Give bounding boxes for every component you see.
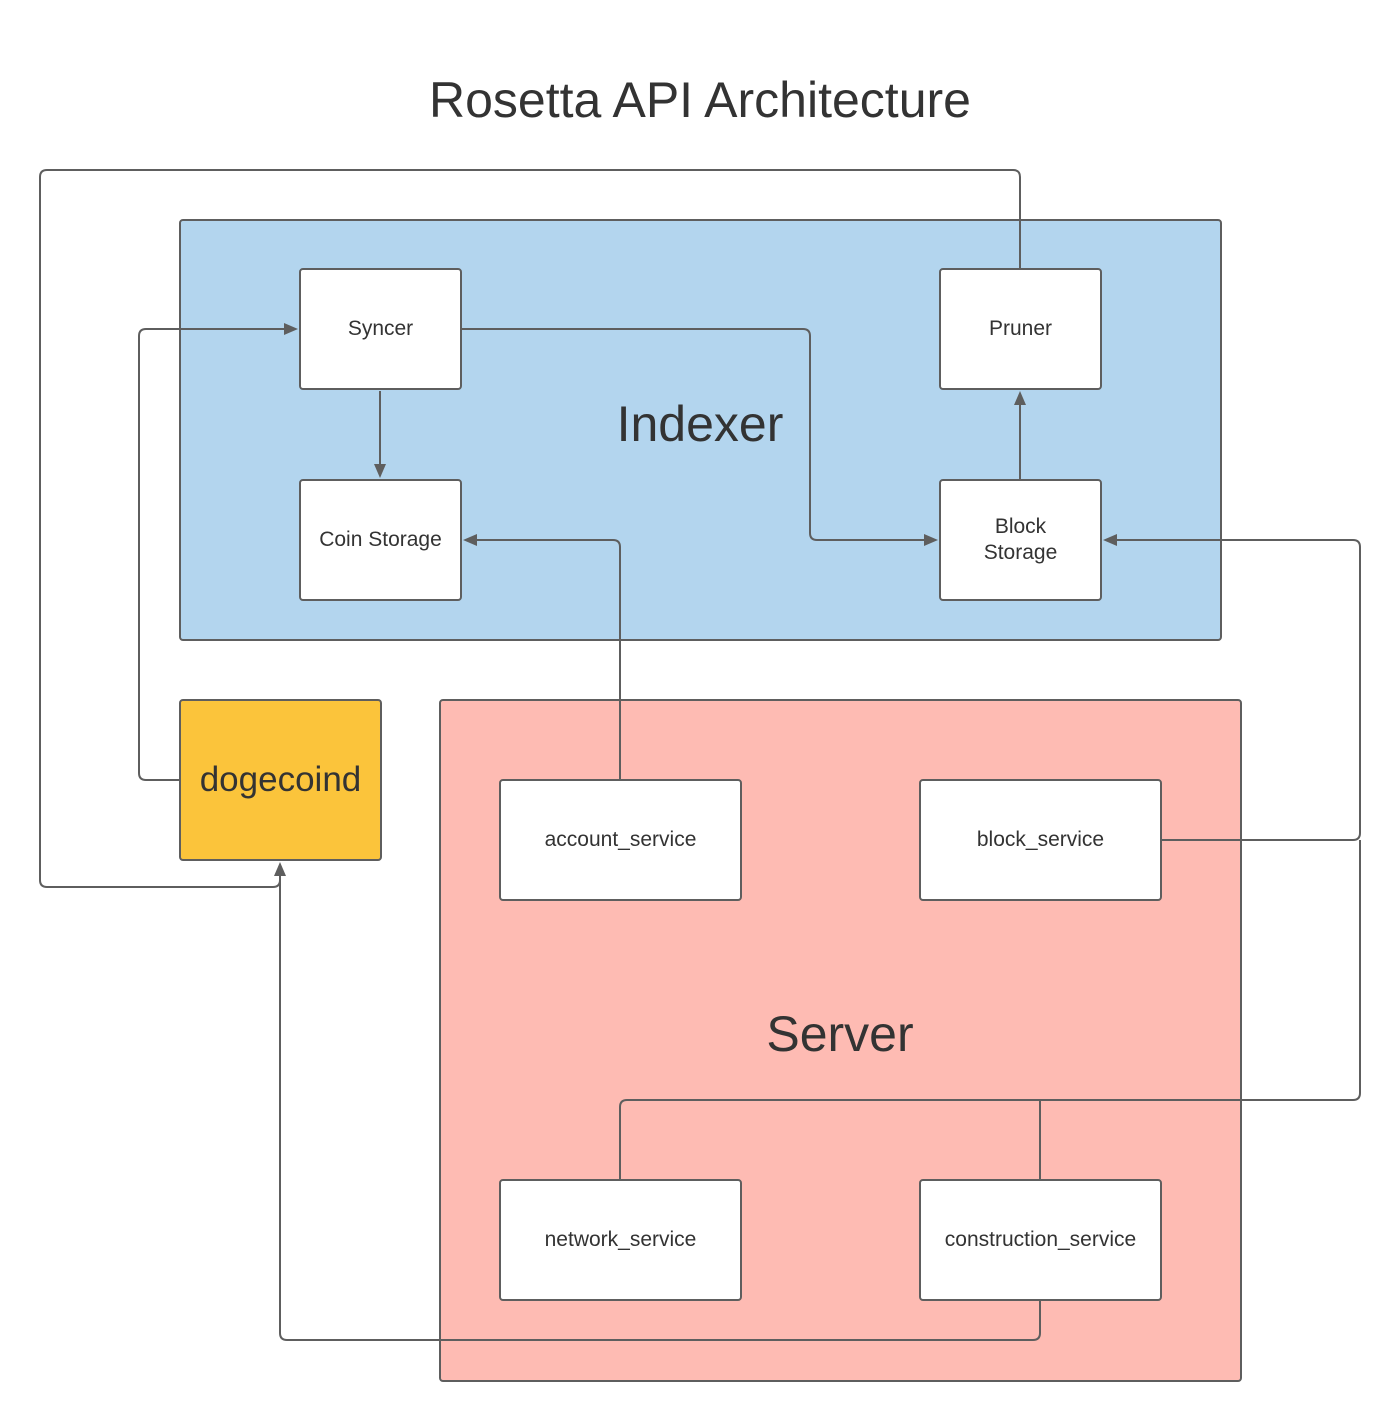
arrowhead-block-storage-right — [1103, 534, 1117, 546]
dogecoind-label: dogecoind — [199, 760, 362, 799]
arrowhead-block-storage-left — [924, 534, 938, 546]
arrowhead-pruner — [1014, 391, 1026, 405]
account-service-node[interactable]: account_service — [499, 779, 742, 901]
arrowhead-dogecoind-top-left — [274, 862, 286, 876]
account-service-label: account_service — [544, 828, 697, 851]
diagram-title: Rosetta API Architecture — [429, 72, 971, 128]
edge-block-service-to-block-storage — [1116, 539, 1361, 841]
block-storage-label: Block Storage — [966, 514, 1076, 566]
block-storage-label-line-1: Block — [994, 515, 1047, 538]
arrowhead-coin-storage-top — [374, 464, 386, 478]
block-service-node[interactable]: block_service — [919, 779, 1162, 901]
coin-storage-node[interactable]: Coin Storage — [299, 479, 462, 601]
dogecoind-node[interactable]: dogecoind — [179, 699, 382, 861]
coin-storage-label: Coin Storage — [319, 528, 442, 551]
edge-account-service-to-coin-storage — [476, 539, 621, 779]
syncer-node[interactable]: Syncer — [299, 268, 462, 390]
construction-service-label: construction_service — [944, 1228, 1137, 1251]
server-group-label: Server — [766, 1006, 914, 1062]
arrowhead-syncer — [284, 323, 298, 335]
edge-pruner-to-dogecoind — [39, 169, 1021, 888]
block-storage-label-line-2: Storage — [983, 541, 1058, 564]
network-service-label: network_service — [544, 1228, 697, 1251]
pruner-node[interactable]: Pruner — [939, 268, 1102, 390]
block-storage-node[interactable]: Block Storage — [939, 479, 1102, 601]
edge-network-service-to-block-storage — [619, 840, 1361, 1179]
edge-dogecoind-to-syncer — [138, 328, 286, 781]
edge-syncer-to-block-storage — [462, 328, 926, 541]
indexer-group-label: Indexer — [616, 396, 784, 452]
construction-service-node[interactable]: construction_service — [919, 1179, 1162, 1301]
syncer-label: Syncer — [347, 317, 414, 340]
network-service-node[interactable]: network_service — [499, 1179, 742, 1301]
block-service-label: block_service — [976, 828, 1105, 851]
pruner-label: Pruner — [988, 317, 1053, 340]
edge-construction-service-to-dogecoind — [279, 876, 1041, 1341]
arrowhead-coin-storage-right — [463, 534, 477, 546]
